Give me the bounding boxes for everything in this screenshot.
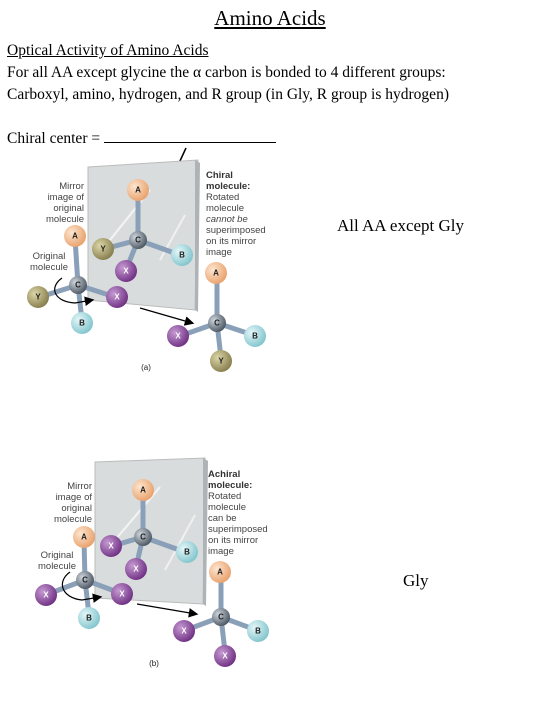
chiral-center-line: Chiral center =	[7, 128, 276, 148]
label-all-aa-except-gly: All AA except Gly	[337, 216, 465, 235]
atom-x	[106, 286, 128, 308]
atom-b	[247, 620, 269, 642]
svg-text:B: B	[79, 319, 85, 328]
svg-text:Y: Y	[218, 357, 224, 366]
svg-text:B: B	[184, 548, 190, 557]
svg-text:A: A	[135, 186, 141, 195]
carbon-atom	[76, 571, 94, 589]
fig-b-original-molecule: A X X B C	[35, 526, 133, 629]
svg-text:C: C	[218, 613, 224, 622]
svg-text:X: X	[123, 267, 129, 276]
atom-a	[209, 561, 231, 583]
line1-end: carbon is bonded to 4 different groups:	[201, 64, 446, 81]
atom-x	[214, 645, 236, 667]
fig-a-mirror-molecule: A Y B X C	[92, 179, 193, 282]
svg-text:C: C	[75, 281, 81, 290]
fig-a-rotated-molecule: A X B Y C	[139, 262, 266, 372]
atom-x	[111, 583, 133, 605]
atom-b	[71, 312, 93, 334]
atom-b	[176, 541, 198, 563]
fill-in-blank	[103, 128, 276, 143]
line1-start: For all AA except glycine the	[7, 64, 193, 81]
carbon-atom	[134, 528, 152, 546]
atom-x	[167, 325, 189, 347]
fig-a-original-molecule: A Y X B C	[27, 225, 128, 334]
section-heading: Optical Activity of Amino Acids	[7, 42, 209, 59]
svg-text:C: C	[135, 236, 141, 245]
svg-text:X: X	[108, 542, 114, 551]
svg-text:A: A	[217, 568, 223, 577]
svg-text:C: C	[82, 576, 88, 585]
atom-x	[115, 260, 137, 282]
svg-text:X: X	[222, 652, 228, 661]
carbon-atom	[69, 276, 87, 294]
carbon-atom	[129, 231, 147, 249]
atom-y	[92, 238, 114, 260]
atom-y	[210, 350, 232, 372]
svg-text:A: A	[72, 232, 78, 241]
atom-b	[78, 607, 100, 629]
atom-a	[132, 479, 154, 501]
chiral-center-label: Chiral center =	[7, 130, 104, 147]
svg-text:A: A	[140, 486, 146, 495]
fig-b-mirror	[94, 457, 208, 606]
svg-text:Y: Y	[35, 293, 41, 302]
alpha-symbol: α	[192, 64, 202, 81]
fig-a-panel-label: (a)	[141, 363, 151, 372]
svg-text:C: C	[140, 533, 146, 542]
body-line-2: Carboxyl, amino, hydrogen, and R group (…	[7, 86, 449, 103]
svg-text:B: B	[179, 251, 185, 260]
svg-text:X: X	[175, 332, 181, 341]
page-title: Amino Acids	[214, 6, 326, 30]
atom-a	[127, 179, 149, 201]
label-gly: Gly	[403, 571, 429, 590]
svg-text:A: A	[81, 533, 87, 542]
atom-x	[100, 535, 122, 557]
svg-text:X: X	[119, 590, 125, 599]
svg-text:X: X	[133, 565, 139, 574]
atom-y	[27, 286, 49, 308]
atom-a	[205, 262, 227, 284]
atom-x	[125, 558, 147, 580]
svg-text:B: B	[252, 332, 258, 341]
carbon-atom	[208, 314, 226, 332]
fig-b-panel-label: (b)	[149, 659, 159, 668]
atom-x	[35, 584, 57, 606]
atom-b	[244, 325, 266, 347]
svg-text:B: B	[86, 614, 92, 623]
svg-text:Y: Y	[100, 245, 106, 254]
svg-text:B: B	[255, 627, 261, 636]
svg-text:X: X	[181, 627, 187, 636]
fig-b-rotated-molecule: A X B X C	[136, 561, 269, 667]
atom-a	[64, 225, 86, 247]
svg-text:X: X	[43, 591, 49, 600]
body-line-1: For all AA except glycine the α carbon i…	[7, 64, 446, 82]
carbon-atom	[212, 608, 230, 626]
atom-a	[73, 526, 95, 548]
svg-text:X: X	[114, 293, 120, 302]
svg-text:A: A	[213, 269, 219, 278]
atom-x	[173, 620, 195, 642]
atom-b	[171, 244, 193, 266]
fig-b-mirror-molecule: A X B X C	[100, 479, 198, 580]
svg-text:C: C	[214, 319, 220, 328]
